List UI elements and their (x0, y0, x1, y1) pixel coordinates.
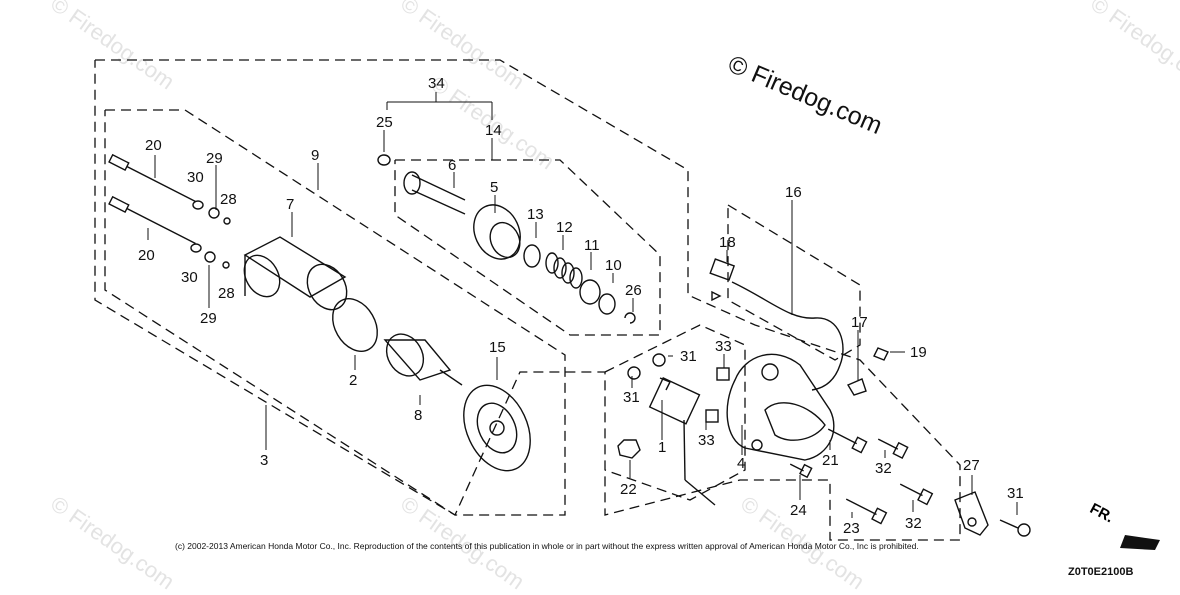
bolt-32-upper (877, 438, 909, 459)
spring-set (523, 244, 636, 324)
direction-arrow (1120, 535, 1160, 550)
nut-31-upper (652, 353, 666, 367)
callout: 22 (620, 481, 637, 498)
callout: 32 (905, 515, 922, 532)
callout: 7 (286, 196, 294, 213)
bolt-19 (873, 347, 889, 361)
solenoid (648, 377, 716, 506)
callout: 25 (376, 114, 393, 131)
callout-labels: 34 14 25 6 5 13 12 11 10 26 20 20 29 29 … (138, 75, 1024, 537)
callout: 1 (658, 439, 666, 456)
callout: 34 (428, 75, 445, 92)
callout: 4 (737, 455, 745, 472)
callout: 24 (790, 502, 807, 519)
bolt-32-lower (899, 483, 934, 506)
motor-case (243, 236, 348, 311)
callout: 20 (145, 137, 162, 154)
washers (190, 200, 231, 269)
o-ring (332, 298, 378, 352)
callout: 12 (556, 219, 573, 236)
diagram-code: Z0T0E2100B (1068, 566, 1134, 578)
end-cover (463, 384, 531, 472)
callout: 33 (698, 432, 715, 449)
bolt-31-bracket (999, 519, 1031, 537)
callout: 30 (181, 269, 198, 286)
through-bolt-upper (108, 153, 196, 203)
callout: 3 (260, 452, 268, 469)
callout: 31 (1007, 485, 1024, 502)
callout: 28 (220, 191, 237, 208)
callout: 27 (963, 457, 980, 474)
armature (383, 333, 463, 386)
housing-group-boundary (104, 109, 566, 516)
callout: 11 (584, 237, 600, 254)
nut-31-lower (627, 366, 641, 380)
callout: 13 (527, 206, 544, 223)
callout: 32 (875, 460, 892, 477)
callout: 26 (625, 282, 642, 299)
callout: 31 (680, 348, 697, 365)
copyright-notice: (c) 2002-2013 American Honda Motor Co., … (175, 541, 919, 551)
through-bolt-lower (108, 195, 196, 245)
washer-25 (377, 154, 391, 166)
parts-artwork (108, 153, 1031, 537)
callout: 16 (785, 184, 802, 201)
callout: 8 (414, 407, 422, 424)
bolt-17 (846, 378, 867, 396)
collar-33 (705, 367, 730, 423)
leader-lines (147, 92, 1018, 518)
callout: 29 (206, 150, 223, 167)
callout: 5 (490, 179, 498, 196)
solenoid-group-boundary (604, 324, 746, 501)
callout: 31 (623, 389, 640, 406)
assembly-boundary (94, 59, 961, 541)
bolt-23 (845, 498, 888, 525)
drive-housing (726, 353, 835, 461)
nut-22 (617, 439, 641, 459)
callout: 15 (489, 339, 506, 356)
callout: 17 (851, 314, 868, 331)
wire-group-boundary (727, 204, 861, 361)
callout: 18 (719, 234, 736, 251)
callout: 2 (349, 372, 357, 389)
bracket-27 (954, 491, 989, 536)
callout: 33 (715, 338, 732, 355)
bolt-21 (827, 428, 868, 454)
wire-harness (709, 258, 844, 391)
callout: 10 (605, 257, 622, 274)
callout: 23 (843, 520, 860, 537)
pinion-group-boundary (394, 159, 661, 336)
callout: 19 (910, 344, 927, 361)
callout: 29 (200, 310, 217, 327)
callout: 28 (218, 285, 235, 302)
pinion-assembly (403, 171, 521, 260)
bolt-24 (789, 463, 813, 479)
callout: 21 (822, 452, 839, 469)
callout: 9 (311, 147, 319, 164)
callout: 30 (187, 169, 204, 186)
callout: 20 (138, 247, 155, 264)
callout: 6 (448, 157, 456, 174)
callout: 14 (485, 122, 502, 139)
